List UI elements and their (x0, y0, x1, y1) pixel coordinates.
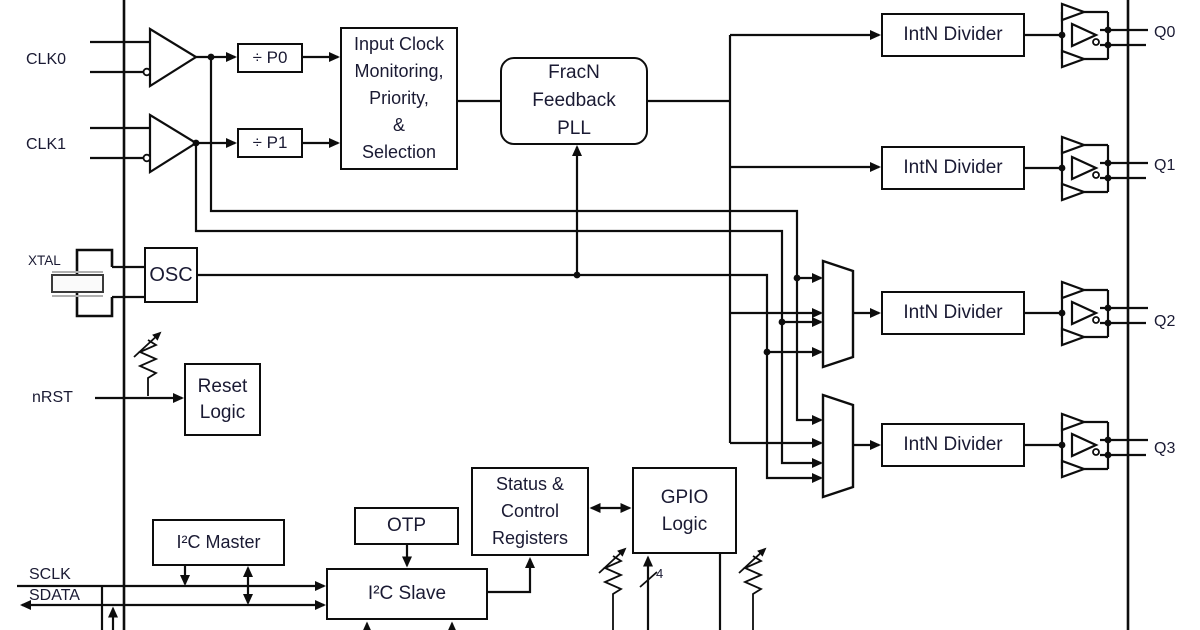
pin-label-q1: Q1 (1154, 157, 1176, 174)
block-reset-logic: Reset Logic (184, 363, 261, 436)
pin-label-sclk: SCLK (29, 566, 71, 583)
block-i2c-slave: I²C Slave (326, 568, 488, 620)
pin-label-q3: Q3 (1154, 440, 1176, 457)
crystal-icon (51, 248, 144, 318)
block-i2c-master: I²C Master (152, 519, 285, 566)
pin-label-sdata: SDATA (29, 587, 80, 604)
block-status-control-registers: Status & Control Registers (471, 467, 589, 556)
clk0-input-buffer-icon (90, 27, 199, 88)
gpio-pullup-resistor-icon (598, 547, 627, 630)
clk1-input-buffer-icon (90, 113, 199, 174)
bus-width-slash (639, 571, 658, 588)
q0-output-driver-icon (1025, 2, 1148, 69)
block-intn-divider-q0: IntN Divider (881, 13, 1025, 57)
block-otp: OTP (354, 507, 459, 545)
block-p0-divider: ÷ P0 (237, 43, 303, 73)
chip-boundary (122, 0, 1130, 630)
block-intn-divider-q3: IntN Divider (881, 423, 1025, 467)
q3-output-driver-icon (1025, 412, 1148, 479)
nrst-pullup-resistor-icon (133, 331, 162, 396)
block-gpio-logic: GPIO Logic (632, 467, 737, 554)
block-intn-divider-q2: IntN Divider (881, 291, 1025, 335)
pin-label-nrst: nRST (32, 389, 73, 406)
pin-label-clk0: CLK0 (26, 51, 67, 68)
pin-label-q0: Q0 (1154, 24, 1176, 41)
block-p1-divider: ÷ P1 (237, 128, 303, 158)
block-input-clock-monitor: Input Clock Monitoring, Priority, & Sele… (340, 27, 458, 170)
block-intn-divider-q1: IntN Divider (881, 146, 1025, 190)
pin-label-clk1: CLK1 (26, 136, 67, 153)
block-fracn-feedback-pll: FracN Feedback PLL (500, 57, 648, 145)
q2-output-driver-icon (1025, 280, 1148, 347)
q2-mux-icon (821, 259, 855, 369)
pin-label-q2: Q2 (1154, 313, 1176, 330)
pin-label-xtal: XTAL (28, 253, 61, 268)
block-osc: OSC (144, 247, 198, 303)
gpio-bus-width-label: 4 (656, 566, 664, 581)
q3-mux-icon (821, 393, 855, 499)
gpio-pullup-resistor-icon (738, 547, 767, 630)
q1-output-driver-icon (1025, 135, 1148, 202)
